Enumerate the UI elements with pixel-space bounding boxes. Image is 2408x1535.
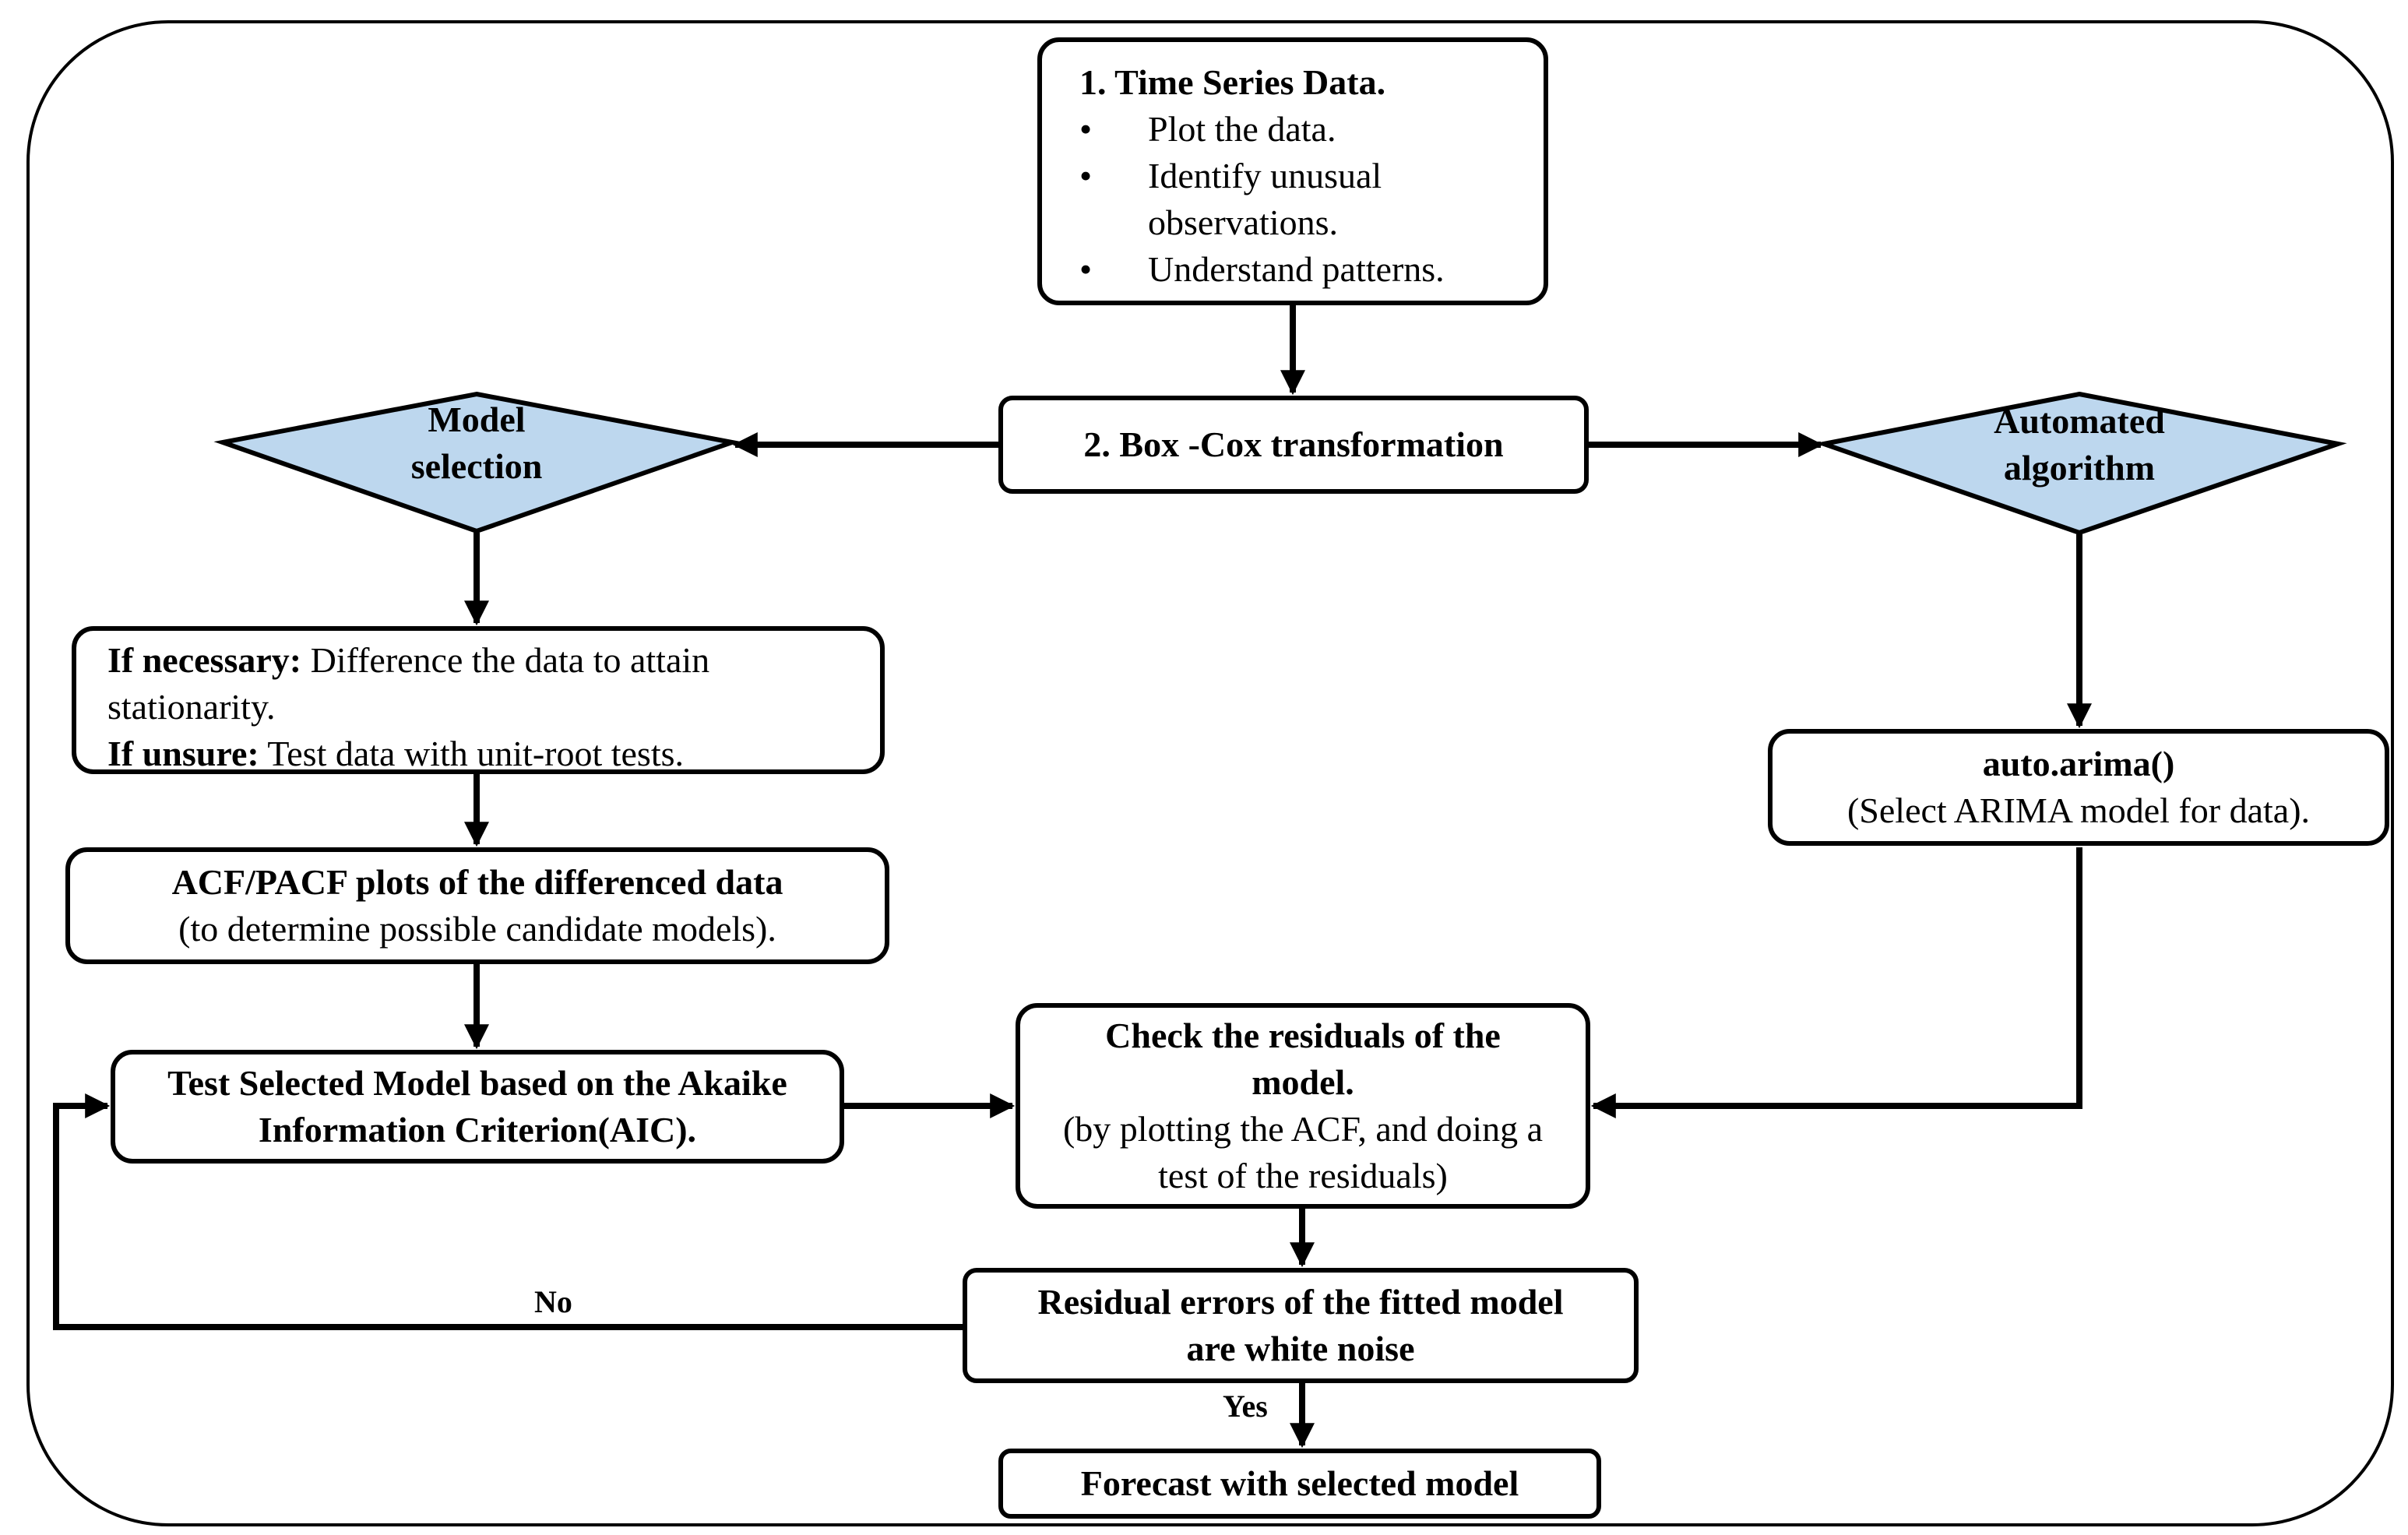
outer-frame <box>26 20 2394 1526</box>
unsure-text: Test data with unit-root tests. <box>259 734 685 773</box>
step1-bullet: •Plot the data. <box>1079 106 1544 153</box>
model-selection-diamond <box>213 391 741 534</box>
auto-arima-subtitle: (Select ARIMA model for data). <box>1846 790 2311 830</box>
step1-bullet-text: Identify unusual observations. <box>1148 156 1382 242</box>
check-residuals-subtitle: (by plotting the ACF, and doing a test o… <box>1062 1109 1543 1195</box>
automated-algorithm-diamond <box>1815 391 2347 536</box>
test-model-label: Test Selected Model based on the Akaike … <box>167 1063 787 1149</box>
necessary-text: Difference the data to attain stationari… <box>107 640 710 727</box>
residual-errors-box: Residual errors of the fitted model are … <box>963 1268 1639 1383</box>
step1-box: 1. Time Series Data. •Plot the data. •Id… <box>1037 37 1548 305</box>
step1-bullet-text: Plot the data. <box>1148 109 1336 149</box>
forecast-label: Forecast with selected model <box>1080 1463 1519 1503</box>
test-model-box: Test Selected Model based on the Akaike … <box>111 1050 844 1164</box>
differencing-box: If necessary: Difference the data to att… <box>72 626 885 774</box>
auto-arima-title: auto.arima() <box>1982 744 2175 783</box>
step1-bullet: •Understand patterns. <box>1079 246 1544 293</box>
step1-bullet: •Identify unusual observations. <box>1079 153 1544 246</box>
automated-algorithm-label: Automated algorithm <box>1994 401 2165 488</box>
edge-label-no: No <box>534 1284 572 1319</box>
check-residuals-title: Check the residuals of the model. <box>1105 1016 1501 1102</box>
step1-bullet-text: Understand patterns. <box>1148 249 1445 289</box>
necessary-label: If necessary: <box>107 640 302 680</box>
acf-pacf-subtitle: (to determine possible candidate models)… <box>178 909 776 949</box>
arrow-no-loop-to-test-model <box>53 1093 963 1330</box>
check-residuals-box: Check the residuals of the model. (by pl… <box>1016 1003 1590 1209</box>
auto-arima-box: auto.arima() (Select ARIMA model for dat… <box>1768 729 2389 846</box>
unsure-label: If unsure: <box>107 734 259 773</box>
step1-title: 1. Time Series Data. <box>1079 62 1386 102</box>
differencing-necessary: If necessary: Difference the data to att… <box>107 637 855 731</box>
residual-errors-label: Residual errors of the fitted model are … <box>1037 1282 1564 1368</box>
acf-pacf-title: ACF/PACF plots of the differenced data <box>171 862 783 902</box>
model-selection-label: Model selection <box>410 400 543 486</box>
forecast-box: Forecast with selected model <box>998 1449 1601 1519</box>
acf-pacf-box: ACF/PACF plots of the differenced data (… <box>65 847 889 964</box>
step2-box: 2. Box -Cox transformation <box>998 396 1589 494</box>
edge-label-yes: Yes <box>1223 1389 1268 1424</box>
arrow-auto-arima-to-check-residuals <box>1590 847 2082 1118</box>
step2-label: 2. Box -Cox transformation <box>1083 424 1504 464</box>
differencing-unsure: If unsure: Test data with unit-root test… <box>107 731 880 777</box>
